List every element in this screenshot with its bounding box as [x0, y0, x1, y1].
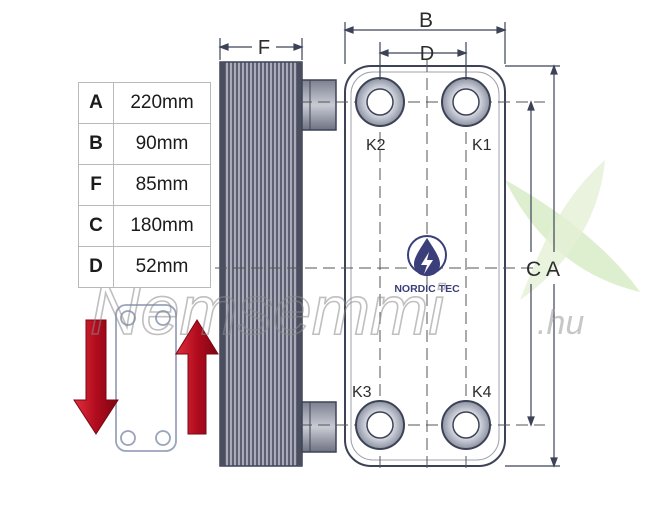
dimension-key: B	[78, 123, 114, 165]
nordic-tec-logo: NORDIC TEC	[394, 235, 460, 295]
dimension-a	[505, 64, 560, 468]
dimension-b	[343, 22, 507, 64]
dimension-value: 85mm	[113, 164, 211, 206]
plate-thumbnail	[115, 304, 177, 452]
port-label-k2: K2	[366, 137, 386, 154]
dimension-key: A	[78, 82, 114, 124]
port-label-k1: K1	[472, 137, 492, 154]
table-row: A 220mm	[78, 82, 211, 124]
dimension-value: 180mm	[113, 205, 211, 247]
table-row: F 85mm	[78, 164, 211, 206]
arrow-up-icon	[175, 319, 219, 435]
port-k4	[441, 400, 491, 450]
port-k3	[355, 400, 405, 450]
port-label-k3: K3	[352, 384, 372, 401]
table-row: D 52mm	[78, 246, 211, 288]
arrow-down-icon	[73, 319, 119, 435]
nozzle-top	[301, 79, 337, 131]
dimension-key: F	[78, 164, 114, 206]
table-row: C 180mm	[78, 205, 211, 247]
leaf-icon	[520, 160, 605, 300]
logo-text: NORDIC TEC	[394, 283, 460, 295]
dimension-c	[527, 100, 535, 427]
dimension-value: 52mm	[113, 246, 211, 288]
dimension-value: 220mm	[113, 82, 211, 124]
port-k1	[441, 77, 491, 127]
dimension-label-b: B	[419, 9, 433, 32]
lightning-icon	[421, 252, 433, 274]
port-label-k4: K4	[472, 384, 492, 401]
side-view-plate-stack	[219, 61, 303, 467]
dimension-key: D	[78, 246, 114, 288]
nozzle-bottom	[301, 401, 337, 453]
dimension-label-a: A	[546, 258, 560, 281]
dimension-d	[378, 42, 468, 80]
dimension-table: A 220mm B 90mm F 85mm C 180mm D 52mm	[78, 82, 211, 288]
watermark-suffix: .hu	[537, 304, 584, 342]
dimension-f	[218, 38, 304, 60]
dimension-label-d: D	[420, 43, 434, 65]
dimension-value: 90mm	[113, 123, 211, 165]
dimension-key: C	[78, 205, 114, 247]
table-row: B 90mm	[78, 123, 211, 165]
dimension-label-c: C	[526, 258, 541, 281]
port-k2	[355, 77, 405, 127]
dimension-label-f: F	[258, 37, 270, 59]
